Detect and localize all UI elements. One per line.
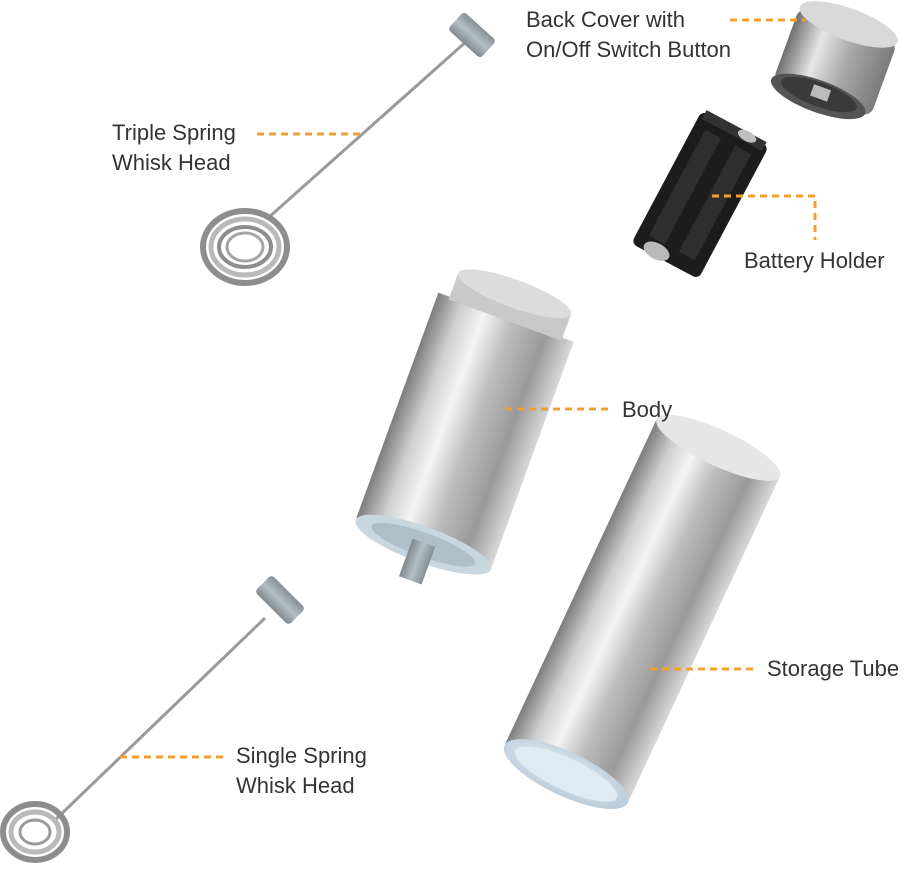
single-spring-label-line-2: Whisk Head (236, 773, 355, 798)
battery-holder-part (633, 110, 767, 277)
leader-lines (120, 18, 817, 759)
single-spring-coil (0, 801, 70, 863)
battery-holder-label-line-1: Battery Holder (744, 248, 885, 273)
body-label: Body (622, 395, 672, 425)
triple-spring-label-line-1: Triple Spring (112, 120, 236, 145)
storage-tube-part (503, 414, 781, 810)
leader-battery-holder (712, 194, 817, 240)
triple-spring-label-line-2: Whisk Head (112, 150, 231, 175)
single-spring-label-line-1: Single Spring (236, 743, 367, 768)
single-spring-label: Single Spring Whisk Head (236, 741, 367, 801)
triple-spring-whisk-part (200, 13, 495, 286)
battery-holder-label: Battery Holder (744, 246, 885, 276)
storage-tube-label: Storage Tube (767, 654, 899, 684)
body-part (355, 269, 574, 585)
body-label-line-1: Body (622, 397, 673, 422)
single-spring-whisk-part (0, 576, 304, 863)
back-cover-label: Back Cover with On/Off Switch Button (526, 5, 731, 65)
back-cover-part (770, 1, 898, 120)
back-cover-label-line-2: On/Off Switch Button (526, 37, 732, 62)
triple-spring-label: Triple Spring Whisk Head (112, 118, 236, 178)
back-cover-label-line-1: Back Cover with (526, 7, 685, 32)
triple-spring-coil (200, 208, 290, 286)
storage-tube-label-line-1: Storage Tube (767, 656, 900, 681)
